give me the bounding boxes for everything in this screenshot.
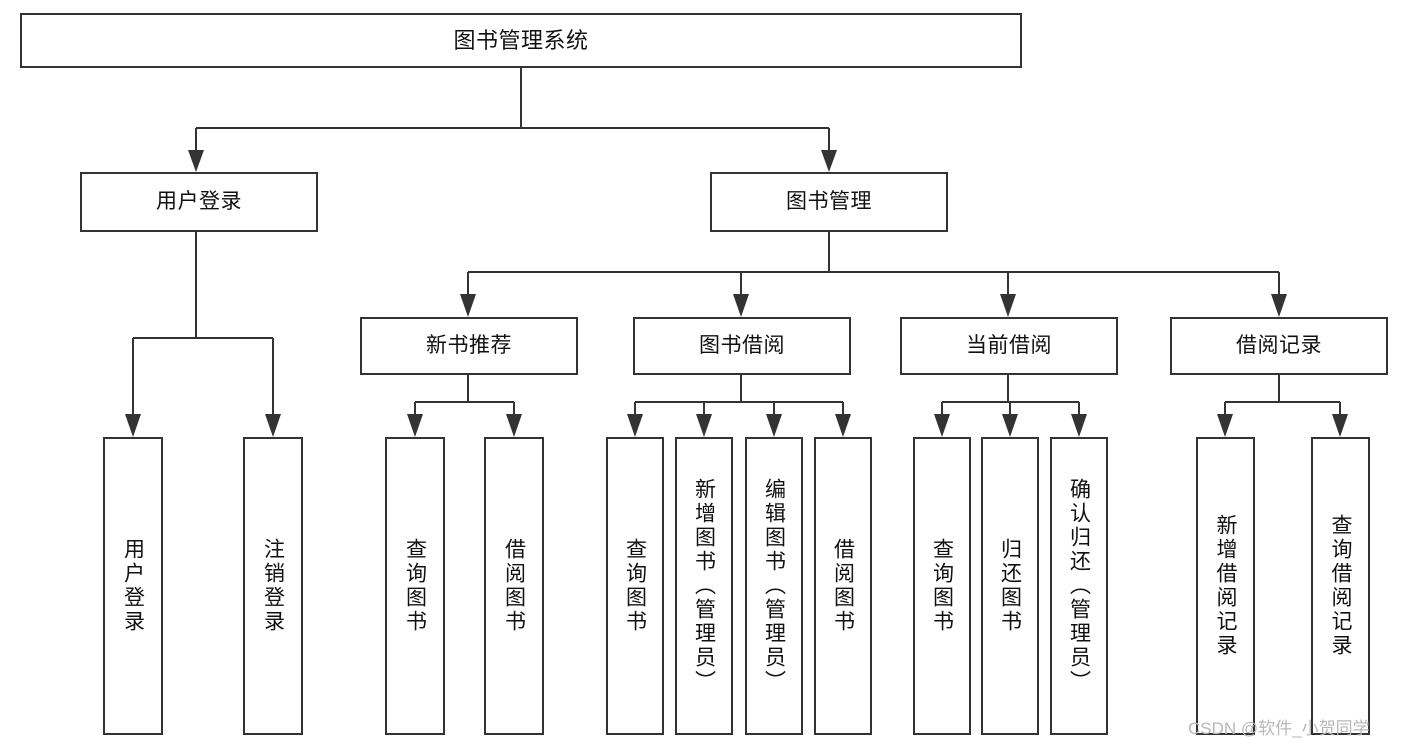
node-label: 借阅记录 [1236,333,1322,357]
leaf-current-borrow-query[interactable]: 查询图书 [913,437,971,735]
leaf-current-borrow-return[interactable]: 归还图书 [981,437,1039,735]
node-label: 编辑图书（管理员） [762,478,786,694]
node-book-management[interactable]: 图书管理 [710,172,948,232]
node-label: 确认归还（管理员） [1067,478,1091,694]
node-label: 用户登录 [156,189,242,213]
node-label: 用户登录 [121,538,145,634]
node-label: 当前借阅 [966,333,1052,357]
node-label: 图书借阅 [699,333,785,357]
node-label: 查询图书 [930,538,954,634]
leaf-new-book-borrow[interactable]: 借阅图书 [484,437,544,735]
leaf-book-borrow-add[interactable]: 新增图书（管理员） [675,437,733,735]
node-current-borrow[interactable]: 当前借阅 [900,317,1118,375]
node-label: 图书管理系统 [453,27,589,53]
node-user-login[interactable]: 用户登录 [80,172,318,232]
node-root-system[interactable]: 图书管理系统 [20,13,1022,68]
leaf-user-login-login[interactable]: 用户登录 [103,437,163,735]
node-label: 查询图书 [623,538,647,634]
node-label: 查询借阅记录 [1329,514,1352,658]
leaf-new-book-query[interactable]: 查询图书 [385,437,445,735]
node-borrow-record[interactable]: 借阅记录 [1170,317,1388,375]
node-label: 借阅图书 [502,538,526,634]
leaf-current-borrow-confirm-return[interactable]: 确认归还（管理员） [1050,437,1108,735]
leaf-user-login-logout[interactable]: 注销登录 [243,437,303,735]
node-label: 借阅图书 [831,538,855,634]
node-label: 注销登录 [261,538,285,634]
leaf-book-borrow-query[interactable]: 查询图书 [606,437,664,735]
node-label: 新书推荐 [426,333,512,357]
leaf-borrow-record-query[interactable]: 查询借阅记录 [1311,437,1370,735]
leaf-book-borrow-edit[interactable]: 编辑图书（管理员） [745,437,803,735]
node-label: 查询图书 [403,538,427,634]
node-new-book-recommend[interactable]: 新书推荐 [360,317,578,375]
leaf-borrow-record-add[interactable]: 新增借阅记录 [1196,437,1255,735]
node-book-borrow[interactable]: 图书借阅 [633,317,851,375]
node-label: 归还图书 [998,538,1022,634]
node-label: 图书管理 [786,189,872,213]
watermark: CSDN @软件_小贺同学 [1188,719,1370,738]
node-label: 新增图书（管理员） [692,478,716,694]
leaf-book-borrow-borrow[interactable]: 借阅图书 [814,437,872,735]
node-label: 新增借阅记录 [1214,514,1237,658]
